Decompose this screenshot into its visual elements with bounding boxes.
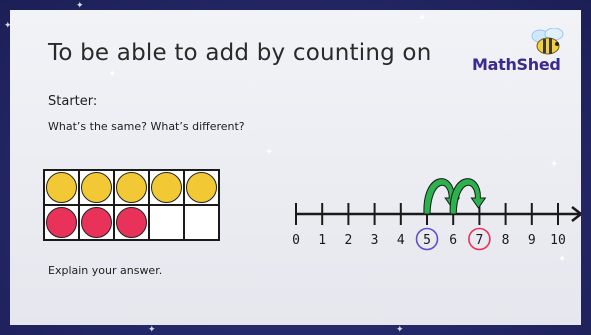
starter-label: Starter:	[48, 94, 98, 109]
ten-frame-cell	[79, 170, 114, 205]
number-line-arrowhead	[571, 206, 581, 222]
star-icon: ✦	[558, 254, 567, 265]
yellow-counter	[81, 172, 112, 203]
star-icon: ✦	[148, 325, 156, 335]
star-icon: ✦	[4, 21, 12, 31]
bee-icon	[531, 28, 564, 55]
ten-frame-cell	[114, 205, 149, 240]
star-icon: ✦	[396, 325, 404, 335]
ten-frame-cell	[44, 205, 79, 240]
number-line: 0 1 2 3 4 5 6 7 8 9 10	[292, 178, 581, 251]
explain-prompt: Explain your answer.	[48, 264, 163, 277]
yellow-counter	[186, 172, 217, 203]
ten-frame-cell	[44, 170, 79, 205]
circled-number	[468, 227, 491, 251]
star-icon: ✦	[550, 159, 559, 170]
number-line-label: 8	[502, 233, 510, 248]
circled-number	[415, 227, 439, 251]
number-line-label: 4	[397, 233, 405, 248]
yellow-counter	[151, 172, 182, 203]
slide-title: To be able to add by counting on	[48, 40, 432, 66]
number-line-label: 10	[550, 233, 566, 248]
ten-frame	[43, 169, 220, 241]
number-line-label: 5	[423, 233, 431, 248]
yellow-counter	[46, 172, 77, 203]
number-line-label: 9	[528, 233, 536, 248]
ten-frame-cell	[114, 170, 149, 205]
ten-frame-cell	[149, 205, 184, 240]
number-line-label: 0	[292, 233, 300, 248]
number-line-label: 3	[371, 233, 379, 248]
red-counter	[46, 207, 77, 238]
ten-frame-cell	[79, 205, 114, 240]
star-icon: ✦	[76, 1, 84, 11]
yellow-counter	[116, 172, 147, 203]
logo-text: MathShed	[472, 55, 561, 74]
jump-arrow	[449, 178, 487, 215]
red-counter	[81, 207, 112, 238]
ten-frame-cell	[149, 170, 184, 205]
number-line-label: 6	[449, 233, 457, 248]
star-icon: ✦	[108, 69, 117, 80]
star-icon: ✦	[418, 13, 427, 24]
star-icon: ✦	[265, 147, 274, 158]
number-line-label: 7	[475, 233, 483, 248]
number-line-label: 2	[344, 233, 352, 248]
ten-frame-cell	[184, 205, 219, 240]
red-counter	[116, 207, 147, 238]
mathshed-logo: MathShed	[472, 28, 572, 78]
slide: ✦ ✦ ✦ ✦ ✦ To be able to add by counting …	[10, 10, 581, 325]
number-line-label: 1	[318, 233, 326, 248]
starter-question: What’s the same? What’s different?	[48, 120, 245, 133]
ten-frame-cell	[184, 170, 219, 205]
